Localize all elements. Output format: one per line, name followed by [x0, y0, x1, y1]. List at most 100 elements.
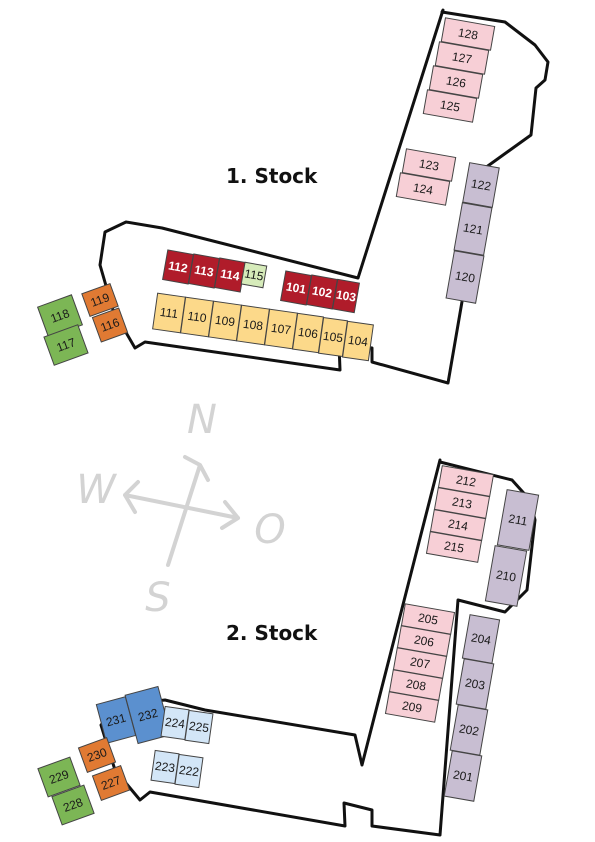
room-223-label: 223 — [154, 759, 176, 776]
compass-east-label: O — [254, 507, 285, 553]
room-232[interactable]: 232 — [124, 685, 172, 745]
compass-north-label: N — [187, 397, 217, 443]
room-222-shape — [174, 753, 204, 789]
room-126[interactable]: 126 — [428, 65, 484, 99]
room-120-shape — [445, 250, 485, 304]
room-109[interactable]: 109 — [208, 300, 242, 342]
room-128-shape — [440, 17, 496, 51]
room-128[interactable]: 128 — [440, 17, 496, 51]
room-205[interactable]: 205 — [400, 603, 456, 635]
room-118-label: 118 — [49, 306, 72, 326]
room-215[interactable]: 215 — [425, 531, 483, 563]
room-204-label: 204 — [470, 630, 492, 647]
room-106-label: 106 — [297, 325, 319, 342]
room-127[interactable]: 127 — [434, 41, 490, 75]
room-228-shape — [51, 784, 95, 826]
room-113[interactable]: 113 — [188, 253, 220, 289]
room-222-label: 222 — [178, 763, 200, 780]
room-223[interactable]: 223 — [150, 749, 180, 785]
room-232-label: 232 — [137, 706, 160, 725]
room-109-label: 109 — [214, 313, 236, 330]
room-110-label: 110 — [187, 309, 208, 326]
room-102[interactable]: 102 — [306, 274, 338, 310]
room-209[interactable]: 209 — [384, 691, 440, 723]
room-116-label: 116 — [99, 315, 122, 335]
room-105-label: 105 — [322, 329, 344, 346]
room-229[interactable]: 229 — [37, 756, 81, 798]
room-203[interactable]: 203 — [455, 658, 495, 710]
room-123[interactable]: 123 — [401, 148, 457, 182]
room-106[interactable]: 106 — [292, 312, 324, 354]
floor-1-label: 1. Stock — [226, 164, 318, 188]
compass-arrow-north-south — [166, 455, 210, 567]
room-116[interactable]: 116 — [91, 307, 129, 343]
room-125[interactable]: 125 — [422, 89, 478, 123]
room-102-label: 102 — [311, 283, 333, 300]
room-202-label: 202 — [458, 721, 480, 738]
room-116-shape — [91, 307, 129, 343]
room-121-shape — [453, 202, 493, 256]
room-119[interactable]: 119 — [81, 282, 119, 318]
room-127-label: 127 — [451, 49, 473, 66]
room-101-label: 101 — [285, 279, 307, 296]
room-107[interactable]: 107 — [264, 308, 298, 350]
room-121[interactable]: 121 — [453, 202, 493, 256]
room-210-shape — [484, 545, 528, 607]
room-124-shape — [395, 172, 451, 206]
room-120[interactable]: 120 — [445, 250, 485, 304]
room-105[interactable]: 105 — [318, 316, 348, 358]
room-225-label: 225 — [188, 719, 210, 736]
room-108-label: 108 — [242, 317, 264, 334]
room-225-shape — [184, 709, 214, 745]
room-120-label: 120 — [454, 268, 476, 285]
room-124[interactable]: 124 — [395, 172, 451, 206]
room-124-label: 124 — [412, 180, 434, 197]
room-117[interactable]: 117 — [43, 324, 89, 366]
room-225[interactable]: 225 — [184, 709, 214, 745]
room-214-label: 214 — [447, 516, 469, 533]
room-224[interactable]: 224 — [160, 705, 190, 741]
room-224-label: 224 — [164, 715, 186, 732]
room-213[interactable]: 213 — [433, 487, 491, 519]
room-126-label: 126 — [445, 73, 467, 90]
room-119-label: 119 — [89, 290, 112, 310]
room-230[interactable]: 230 — [77, 737, 117, 773]
room-214[interactable]: 214 — [429, 509, 487, 541]
room-122[interactable]: 122 — [462, 162, 500, 208]
room-108[interactable]: 108 — [236, 304, 270, 346]
room-212-label: 212 — [455, 472, 477, 489]
room-111-label: 111 — [159, 305, 179, 321]
room-115[interactable]: 115 — [240, 261, 268, 289]
room-215-label: 215 — [443, 538, 465, 555]
room-208[interactable]: 208 — [388, 669, 444, 701]
room-101[interactable]: 101 — [280, 270, 312, 306]
room-222[interactable]: 222 — [174, 753, 204, 789]
room-123-shape — [401, 148, 457, 182]
room-104[interactable]: 104 — [342, 320, 374, 362]
room-114[interactable]: 114 — [214, 257, 246, 293]
room-103[interactable]: 103 — [331, 278, 361, 314]
room-206-label: 206 — [413, 632, 435, 649]
room-229-shape — [37, 756, 81, 798]
room-113-label: 113 — [193, 262, 215, 279]
room-201[interactable]: 201 — [443, 750, 483, 802]
room-204[interactable]: 204 — [461, 614, 501, 664]
room-227-label: 227 — [99, 773, 123, 793]
room-201-label: 201 — [452, 767, 474, 784]
room-110[interactable]: 110 — [180, 296, 214, 338]
room-209-label: 209 — [401, 698, 423, 715]
room-122-label: 122 — [470, 176, 492, 193]
room-126-shape — [428, 65, 484, 99]
room-210[interactable]: 210 — [484, 545, 528, 607]
room-112[interactable]: 112 — [162, 249, 194, 285]
room-211[interactable]: 211 — [496, 489, 540, 551]
room-227[interactable]: 227 — [91, 765, 131, 801]
room-202[interactable]: 202 — [449, 704, 489, 756]
room-121-label: 121 — [462, 220, 484, 237]
room-228[interactable]: 228 — [51, 784, 95, 826]
room-118[interactable]: 118 — [36, 294, 84, 338]
room-103-label: 103 — [335, 287, 357, 304]
room-125-shape — [422, 89, 478, 123]
room-111[interactable]: 111 — [152, 292, 186, 334]
